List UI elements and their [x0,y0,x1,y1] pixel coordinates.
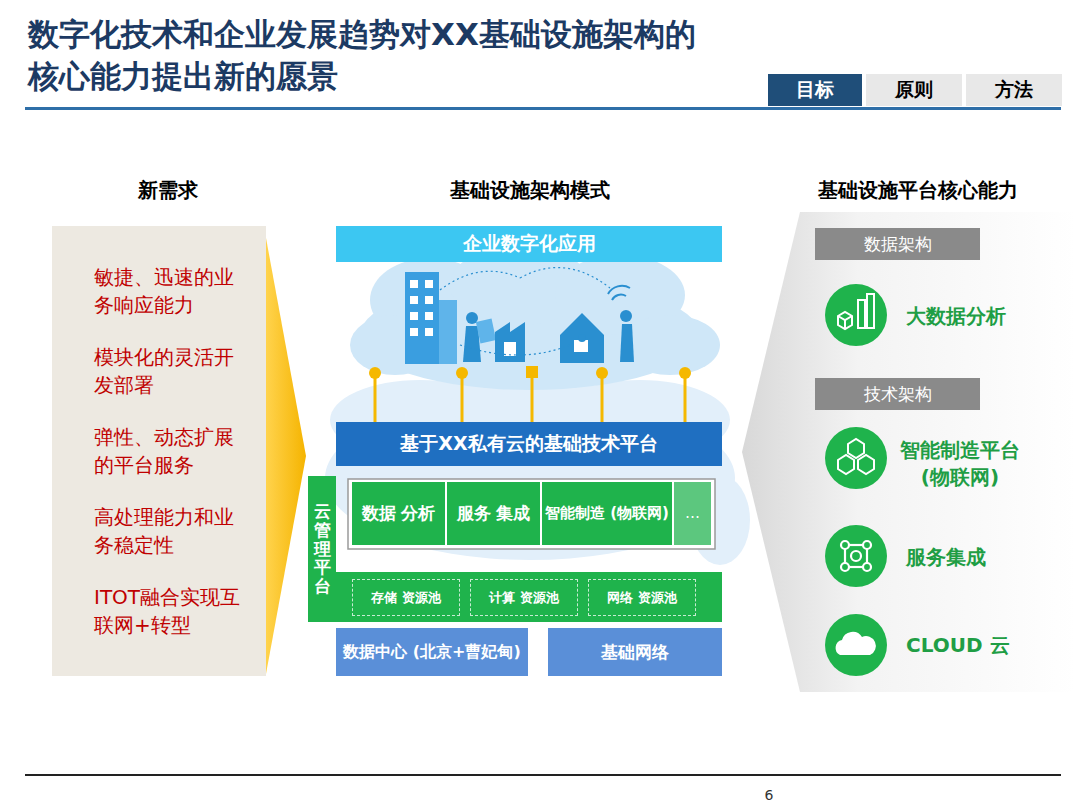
category-box: 技术架构 [815,378,980,410]
requirement-item: 模块化的灵活开 发部署 [94,343,260,399]
requirement-item: ITOT融合实现互 联网+转型 [94,583,260,639]
box-text: … [685,503,700,523]
resource-pool: 网络 资源池 [588,579,696,616]
tab: 方法 [966,74,1062,106]
fan-shadow [742,212,1075,692]
resource-pool: 存储 资源池 [352,579,460,616]
service-box: 服务 集成 [447,482,540,545]
yellow-arrow [266,238,306,674]
header-rule [25,107,1061,110]
column-header: 基础设施架构模式 [450,177,610,204]
requirement-item: 弹性、动态扩展 的平台服务 [94,423,260,479]
box-text: 基于XX私有云的基础技术平台 [400,431,657,457]
box-text: 智能制造 (物联网) [545,503,669,523]
box-text: 原则 [895,77,933,103]
tab-active: 目标 [768,74,862,106]
box-text: 企业数字化应用 [463,231,596,257]
datacenter-box: 数据中心 (北京+曹妃甸) [336,628,528,676]
requirement-item: 高处理能力和业 务稳定性 [94,503,260,559]
resource-band [336,572,722,622]
capability-label: 大数据分析 [906,303,1006,330]
tab: 原则 [866,74,962,106]
capability-label: CLOUD 云 [906,632,1010,659]
box-text: 数据 分析 [362,502,436,525]
more-box: … [674,482,711,545]
requirement-panel: 敏捷、迅速的业 务响应能力模块化的灵活开 发部署弹性、动态扩展 的平台服务高处理… [52,226,266,676]
resource-pool: 计算 资源池 [470,579,578,616]
column-header: 新需求 [138,177,198,204]
capability-icons [825,284,887,676]
requirement-item: 敏捷、迅速的业 务响应能力 [94,263,260,319]
service-box: 智能制造 (物联网) [542,482,672,545]
box-text: 服务 集成 [457,502,531,525]
box-text: 基础网络 [601,641,669,664]
capability-label: 智能制造平台 (物联网) [885,437,1035,491]
box-text: 计算 资源池 [489,589,559,607]
app-cloud [350,245,720,390]
service-row-frame [348,479,715,549]
connector-pins [369,366,691,422]
app-illustration [405,268,634,364]
platform-band: 基于XX私有云的基础技术平台 [336,422,722,466]
network-box: 基础网络 [548,628,722,676]
box-text: 技术架构 [864,383,932,406]
box-text: 数据中心 (北京+曹妃甸) [343,641,521,663]
page-number: 6 [765,786,774,805]
box-text: 目标 [796,77,834,103]
box-text: 网络 资源池 [607,589,677,607]
app-band: 企业数字化应用 [336,226,722,262]
cloud-mgmt-column: 云管理平台 [308,476,336,622]
box-text: 方法 [995,77,1033,103]
box-text: 数据架构 [864,233,932,256]
box-text: 存储 资源池 [371,589,441,607]
column-header: 基础设施平台核心能力 [818,177,1018,204]
platform-cloud [325,375,750,565]
slide-title: 数字化技术和企业发展趋势对XX基础设施架构的 核心能力提出新的愿景 [28,14,808,98]
box-text: 云管理平台 [314,502,331,595]
service-box: 数据 分析 [352,482,445,545]
capability-label: 服务集成 [906,544,986,571]
category-box: 数据架构 [815,228,980,260]
footer-rule [25,774,1061,776]
